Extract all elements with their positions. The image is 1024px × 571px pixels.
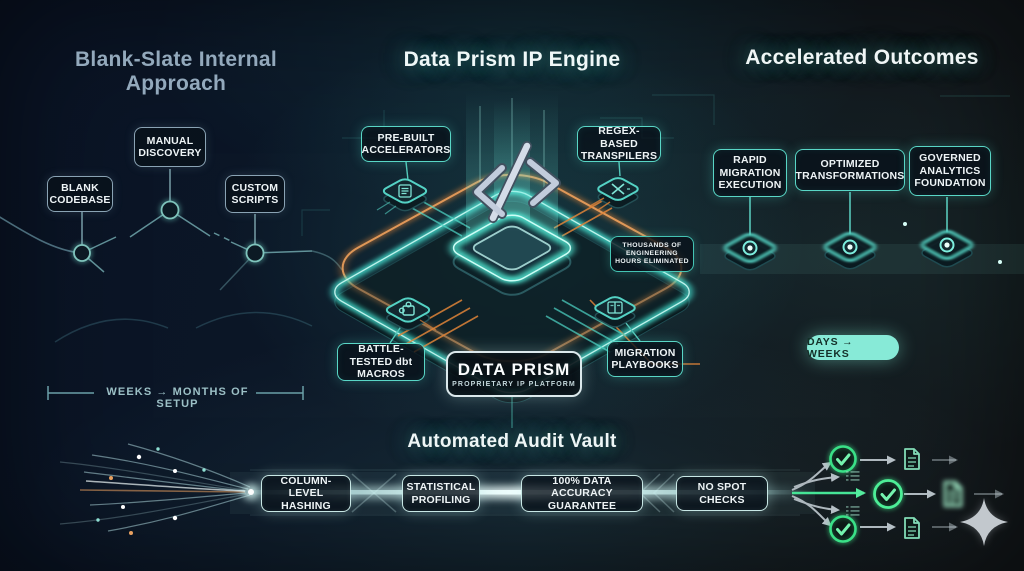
beam-chevrons (351, 473, 675, 513)
module-connectors (389, 161, 641, 428)
playbooks-chip-icon (592, 296, 637, 329)
section-title-left: Blank-Slate Internal Approach (74, 48, 278, 95)
setup-duration-label: WEEKS → MONTHS OF SETUP (106, 386, 249, 410)
teal-traces (411, 199, 627, 353)
list-icon (846, 471, 860, 516)
box-custom-scripts: CUSTOM SCRIPTS (225, 175, 285, 213)
accelerator-chip-icon (376, 178, 429, 215)
macros-chip-icon (384, 297, 437, 331)
core-name: DATA PRISM (457, 359, 571, 379)
box-migration-playbooks: MIGRATION PLAYBOOKS (607, 341, 683, 377)
code-slash-icon (472, 141, 561, 223)
core-chip (447, 212, 577, 299)
left-network (0, 169, 343, 291)
left-ambient-arcs (54, 311, 313, 343)
box-prebuilt-accelerators: PRE-BUILT ACCELERATORS (361, 126, 451, 162)
fan-out-lines (791, 455, 1004, 532)
box-blank-codebase: BLANK CODEBASE (47, 176, 113, 212)
outcome-chip-rapid (722, 232, 779, 271)
box-governed-analytics: GOVERNED ANALYTICS FOUNDATION (909, 146, 991, 196)
section-title-right: Accelerated Outcomes (745, 46, 979, 69)
outcome-chip-optimized (822, 231, 879, 270)
box-statistical-profiling: STATISTICAL PROFILING (402, 475, 480, 512)
box-battle-tested-macros: BATTLE-TESTED dbt MACROS (337, 343, 425, 381)
hours-eliminated-callout: THOUSANDS OF ENGINEERING HOURS ELIMINATE… (610, 236, 694, 272)
check-circle-icon (828, 444, 904, 544)
fan-in-dots (96, 447, 206, 535)
box-no-spot-checks: NO SPOT CHECKS (676, 476, 768, 511)
section-title-center: Data Prism IP Engine (403, 48, 621, 71)
audit-vault-title: Automated Audit Vault (407, 431, 617, 452)
core-subtitle: PROPRIETARY IP PLATFORM (452, 380, 576, 388)
transpiler-chip-icon (589, 177, 641, 211)
box-optimized-transformations: OPTIMIZED TRANSFORMATIONS (795, 149, 905, 191)
box-column-level-hashing: COLUMN-LEVEL HASHING (261, 475, 351, 512)
box-regex-transpilers: REGEX-BASED TRANSPILERS (577, 125, 661, 162)
box-rapid-migration: RAPID MIGRATION EXECUTION (713, 149, 787, 197)
setup-bracket (47, 386, 304, 400)
days-weeks-pill: DAYS → WEEKS (807, 335, 899, 360)
box-manual-discovery: MANUAL DISCOVERY (134, 127, 206, 167)
data-prism-core-label: DATA PRISM PROPRIETARY IP PLATFORM (446, 351, 582, 397)
sparkle-icon (960, 498, 1008, 546)
speed-streaks (698, 208, 1024, 304)
document-icon (904, 448, 963, 539)
fan-in-lines (59, 443, 251, 532)
outcome-chip-governed (919, 229, 976, 268)
box-accuracy-guarantee: 100% DATA ACCURACY GUARANTEE (521, 475, 643, 512)
